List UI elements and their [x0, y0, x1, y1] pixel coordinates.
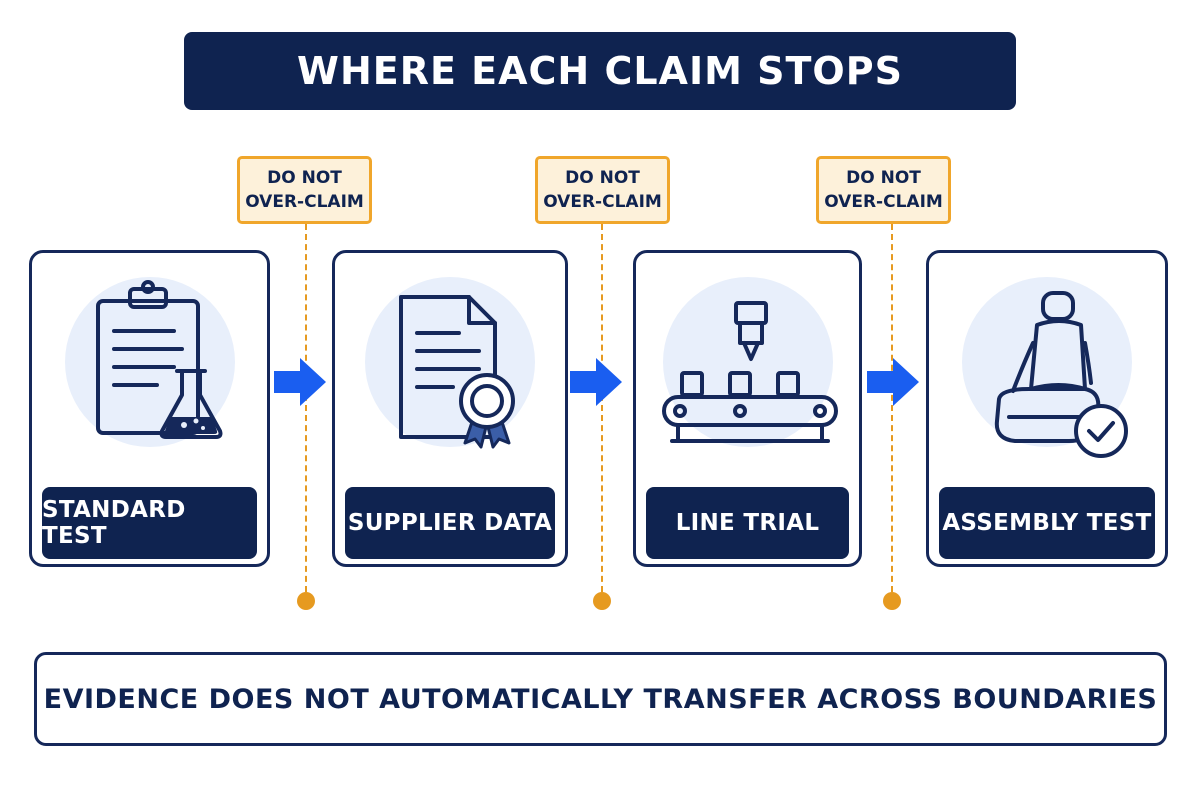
arrow-right-icon	[570, 358, 622, 406]
boundary-line-1	[305, 224, 307, 602]
boundary-tag-line2: OVER-CLAIM	[824, 192, 943, 212]
title-banner: WHERE EACH CLAIM STOPS	[184, 32, 1016, 110]
stage-label: STANDARD TEST	[42, 487, 257, 559]
arrow-right-icon	[274, 358, 326, 406]
footer-banner: EVIDENCE DOES NOT AUTOMATICALLY TRANSFER…	[34, 652, 1167, 746]
boundary-tag-line1: DO NOT	[565, 168, 640, 188]
stage-card-standard-test: STANDARD TEST	[29, 250, 270, 567]
certificate-document-icon	[399, 295, 515, 449]
boundary-tag-3: DO NOT OVER-CLAIM	[816, 156, 951, 224]
stage-label: SUPPLIER DATA	[345, 487, 555, 559]
boundary-line-2	[601, 224, 603, 602]
stage-card-line-trial: LINE TRIAL	[633, 250, 862, 567]
boundary-tag-line2: OVER-CLAIM	[543, 192, 662, 212]
boundary-dot-2	[593, 592, 611, 610]
stage-label: LINE TRIAL	[646, 487, 849, 559]
seat-check-icon	[994, 291, 1128, 458]
arrow-right-icon	[867, 358, 919, 406]
stage-card-supplier-data: SUPPLIER DATA	[332, 250, 568, 567]
boundary-tag-1: DO NOT OVER-CLAIM	[237, 156, 372, 224]
boundary-tag-2: DO NOT OVER-CLAIM	[535, 156, 670, 224]
boundary-dot-3	[883, 592, 901, 610]
boundary-tag-line2: OVER-CLAIM	[245, 192, 364, 212]
boundary-line-3	[891, 224, 893, 602]
diagram-title: WHERE EACH CLAIM STOPS	[297, 49, 903, 93]
clipboard-flask-icon	[96, 280, 223, 439]
stage-card-assembly-test: ASSEMBLY TEST	[926, 250, 1168, 567]
footer-text: EVIDENCE DOES NOT AUTOMATICALLY TRANSFER…	[43, 683, 1158, 715]
boundary-tag-line1: DO NOT	[846, 168, 921, 188]
boundary-tag-line1: DO NOT	[267, 168, 342, 188]
icon-background	[662, 277, 833, 447]
stage-label: ASSEMBLY TEST	[939, 487, 1155, 559]
boundary-dot-1	[297, 592, 315, 610]
conveyor-press-icon	[662, 301, 838, 443]
